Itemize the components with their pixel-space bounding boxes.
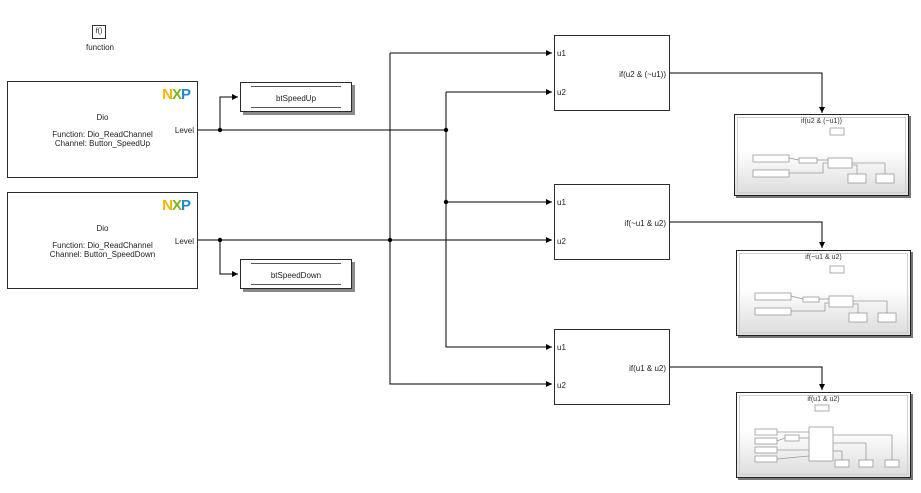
logic-out-port[interactable]: if(~u1 & u2) xyxy=(624,219,666,228)
subsystem-frame xyxy=(739,395,908,475)
logic-block-3[interactable]: u1 u2 if(u1 & u2) xyxy=(554,329,670,405)
subsystem-frame xyxy=(739,253,908,333)
dio-function: Function: Dio_ReadChannel xyxy=(52,241,153,250)
subsystem-preview-icon xyxy=(754,404,900,468)
dio-channel: Channel: Button_SpeedDown xyxy=(49,250,156,259)
logic-in2-port[interactable]: u2 xyxy=(557,88,566,97)
dio-channel: Channel: Button_SpeedUp xyxy=(54,139,151,148)
signal-speedup-bus[interactable] xyxy=(445,92,552,350)
branch-dot xyxy=(443,127,449,133)
subsystem-title: if(u1 & u2) xyxy=(807,396,840,403)
signal-speeddown-bus[interactable] xyxy=(389,53,552,385)
branch-dot xyxy=(217,127,223,133)
subsystem-preview-icon xyxy=(752,127,895,184)
logic-out-port[interactable]: if(u2 & (~u1)) xyxy=(619,70,666,79)
logic-block-2[interactable]: u1 u2 if(~u1 & u2) xyxy=(554,184,670,260)
logic-in1-port[interactable]: u1 xyxy=(557,343,566,352)
logic-in2-port[interactable]: u2 xyxy=(557,381,566,390)
signal-to-btSpeedUp[interactable] xyxy=(219,94,238,130)
signal-logic2-to-subsystem2[interactable] xyxy=(670,221,825,248)
branch-dot xyxy=(387,237,393,243)
logic-out-port[interactable]: if(u1 & u2) xyxy=(629,364,666,373)
subsystem-block-3[interactable]: if(u1 & u2) xyxy=(736,392,911,478)
nxp-logo-icon: NXP xyxy=(162,197,191,214)
signal-logic1-to-subsystem1[interactable] xyxy=(670,72,825,113)
subsystem-title: if(~u1 & u2) xyxy=(805,254,842,261)
logic-in2-port[interactable]: u2 xyxy=(557,237,566,246)
logic-in1-port[interactable]: u1 xyxy=(557,49,566,58)
function-caption: function xyxy=(85,43,115,52)
logic-block-1[interactable]: u1 u2 if(u2 & (~u1)) xyxy=(554,35,670,111)
subsystem-block-1[interactable]: if(u2 & (~u1)) xyxy=(734,114,909,196)
function-symbol: f() xyxy=(95,28,103,35)
goto-bottom-line xyxy=(251,284,341,285)
goto-top-line xyxy=(251,263,341,264)
branch-dot xyxy=(443,199,449,205)
dio-block-speeddown[interactable]: NXP Dio Function: Dio_ReadChannel Channe… xyxy=(7,192,198,289)
signal-to-btSpeedDown[interactable] xyxy=(219,240,238,277)
goto-bottom-line xyxy=(251,107,341,108)
goto-tag: btSpeedUp xyxy=(275,94,317,103)
subsystem-preview-icon xyxy=(754,265,897,323)
goto-block-btSpeedDown[interactable]: btSpeedDown xyxy=(240,259,352,289)
subsystem-title: if(u2 & (~u1)) xyxy=(800,118,843,125)
dio-output-port[interactable]: Level xyxy=(174,237,194,246)
dio-name: Dio xyxy=(96,113,109,122)
dio-block-speedup[interactable]: NXP Dio Function: Dio_ReadChannel Channe… xyxy=(7,81,198,178)
dio-output-port[interactable]: Level xyxy=(174,126,194,135)
goto-block-btSpeedUp[interactable]: btSpeedUp xyxy=(240,82,352,112)
function-block[interactable]: f() xyxy=(92,25,106,39)
dio-function: Function: Dio_ReadChannel xyxy=(52,130,153,139)
nxp-logo-icon: NXP xyxy=(162,86,191,103)
goto-top-line xyxy=(251,86,341,87)
subsystem-block-2[interactable]: if(~u1 & u2) xyxy=(736,250,911,336)
logic-in1-port[interactable]: u1 xyxy=(557,198,566,207)
subsystem-frame xyxy=(737,117,906,193)
branch-dot xyxy=(217,237,223,243)
signal-logic3-to-subsystem3[interactable] xyxy=(670,366,825,390)
goto-tag: btSpeedDown xyxy=(270,271,322,280)
dio-name: Dio xyxy=(96,224,109,233)
